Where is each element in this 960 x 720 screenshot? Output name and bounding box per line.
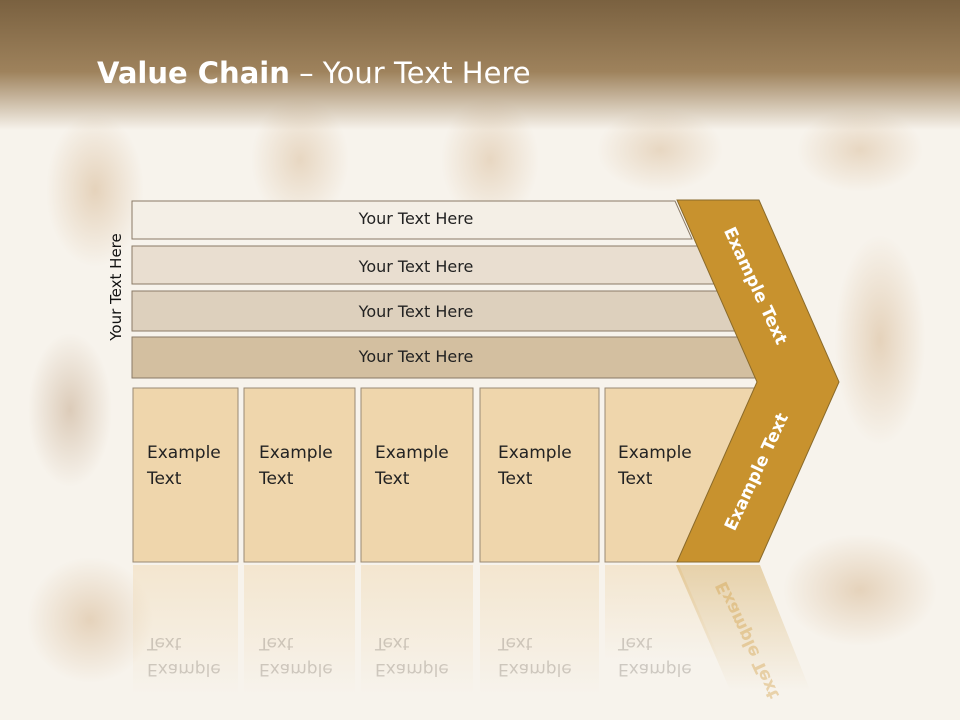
title-rest: – Your Text Here xyxy=(289,56,531,90)
box-5-reflect-line2: Text xyxy=(618,633,653,653)
row-1-bar[interactable] xyxy=(131,200,693,240)
box-2-line1: Example xyxy=(259,443,333,463)
box-4[interactable] xyxy=(479,387,600,563)
box-3-reflection xyxy=(361,565,473,695)
box-5-label-reflection: Example Text xyxy=(618,630,692,682)
row-2-label: Your Text Here xyxy=(358,257,474,276)
box-3-label: Example Text xyxy=(375,440,449,492)
row-3-label: Your Text Here xyxy=(358,302,474,321)
row-4-label: Your Text Here xyxy=(358,347,474,366)
box-2-reflect-line1: Example xyxy=(259,659,333,679)
box-2-label-reflection: Example Text xyxy=(259,630,333,682)
value-chain-arrow[interactable] xyxy=(676,199,840,563)
box-4-reflect-line2: Text xyxy=(498,633,533,653)
arrow-reflection xyxy=(676,565,810,690)
box-5-reflection xyxy=(605,565,720,660)
box-4-reflect-line1: Example xyxy=(498,659,572,679)
box-4-line1: Example xyxy=(498,443,572,463)
box-3-label-reflection: Example Text xyxy=(375,630,449,682)
box-4-reflection xyxy=(480,565,599,695)
box-1-label: Example Text xyxy=(147,440,221,492)
title-band xyxy=(0,0,960,130)
box-4-label-reflection: Example Text xyxy=(498,630,572,682)
box-1[interactable] xyxy=(132,387,239,563)
box-3-line2: Text xyxy=(375,469,410,489)
box-2-label: Example Text xyxy=(259,440,333,492)
box-1-line1: Example xyxy=(147,443,221,463)
box-2-reflect-line2: Text xyxy=(259,633,294,653)
box-2-reflection xyxy=(244,565,355,695)
box-2-line2: Text xyxy=(259,469,294,489)
row-1-label: Your Text Here xyxy=(358,209,474,228)
box-1-reflect-line2: Text xyxy=(147,633,182,653)
title-strong: Value Chain xyxy=(97,56,290,90)
box-1-reflect-line1: Example xyxy=(147,659,221,679)
box-1-line2: Text xyxy=(147,469,182,489)
box-4-label: Example Text xyxy=(498,440,572,492)
page-title: Value Chain – Your Text Here xyxy=(97,56,531,90)
box-2[interactable] xyxy=(243,387,356,563)
box-5-line1: Example xyxy=(618,443,692,463)
box-3-reflect-line2: Text xyxy=(375,633,410,653)
box-5-label: Example Text xyxy=(618,440,692,492)
box-1-reflection xyxy=(133,565,238,695)
box-3[interactable] xyxy=(360,387,474,563)
box-3-line1: Example xyxy=(375,443,449,463)
box-4-line2: Text xyxy=(498,469,533,489)
box-5-line2: Text xyxy=(618,469,653,489)
box-5-reflect-line1: Example xyxy=(618,659,692,679)
box-1-label-reflection: Example Text xyxy=(147,630,221,682)
box-3-reflect-line1: Example xyxy=(375,659,449,679)
